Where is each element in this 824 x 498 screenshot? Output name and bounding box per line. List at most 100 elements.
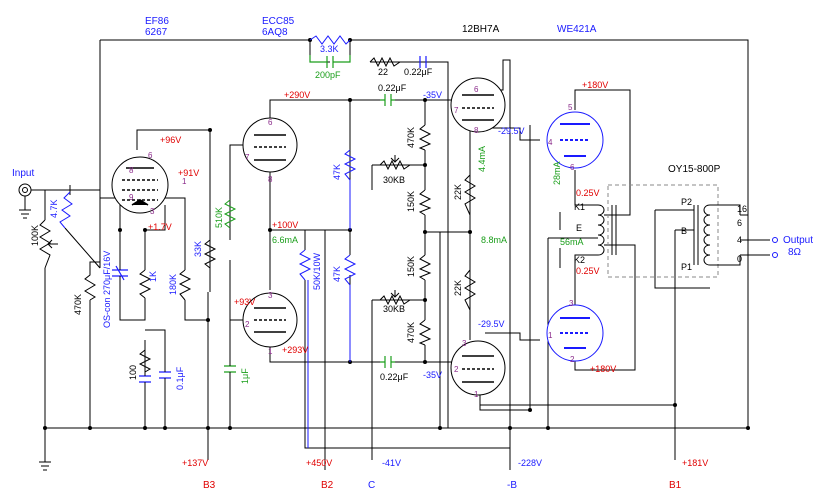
part-value: 22 (378, 67, 388, 77)
part-value: 22K (453, 280, 463, 296)
pin-number: 7 (245, 153, 250, 162)
rail-label: B2 (321, 480, 334, 491)
resistors (39, 35, 476, 373)
current: 56mA (560, 237, 584, 247)
voltage: +137V (182, 458, 208, 468)
voltage: +293V (282, 345, 308, 355)
tap-label: 16 (737, 204, 747, 214)
tube-we421a-top (546, 111, 604, 169)
part-value: OS-con 270μF/16V (102, 251, 112, 328)
pin-number: 6 (268, 118, 273, 127)
voltage: +93V (234, 297, 255, 307)
tap-label: 0 (737, 254, 742, 264)
capacitors (112, 55, 427, 390)
pin-number: 1 (268, 347, 273, 356)
part-value: 470K (406, 127, 416, 148)
voltage: 0.25V (576, 266, 600, 276)
voltage: +100V (272, 220, 298, 230)
part-value: 3.3K (320, 44, 339, 54)
rail-label: -B (507, 480, 517, 491)
current: 28mA (552, 161, 562, 185)
tap-label: 6 (737, 218, 742, 228)
current: 8.8mA (481, 235, 507, 245)
part-value: 4.7K (49, 199, 59, 218)
part-value: 150K (406, 256, 416, 277)
tube-name-6aq8: 6AQ8 (262, 27, 288, 38)
tap-label: P1 (681, 262, 692, 272)
tube-12bh7a-top (450, 77, 506, 133)
pin-number: 8 (474, 126, 479, 135)
tube-ef86 (111, 156, 169, 214)
pin-number: 4 (548, 138, 553, 147)
voltage: +91V (178, 168, 199, 178)
output-label: Output (783, 235, 813, 246)
part-value: 1K (148, 271, 158, 282)
tube-ecc85-top (242, 117, 298, 173)
voltage: +180V (582, 80, 608, 90)
pin-number: 3 (150, 207, 155, 216)
pin-number: 1 (182, 177, 187, 186)
voltage: -29.5V (498, 126, 525, 136)
voltage: -29.5V (478, 319, 505, 329)
pin-number: 7 (454, 106, 459, 115)
pin-number: 3 (268, 291, 273, 300)
tube-name-ecc85: ECC85 (262, 16, 295, 27)
rail-label: C (368, 480, 375, 491)
pin-number: 2 (454, 365, 459, 374)
part-value: 100K (30, 225, 40, 246)
pin-number: 5 (568, 103, 573, 112)
part-value: 22K (453, 184, 463, 200)
pin-number: 2 (245, 320, 250, 329)
output-impedance: 8Ω (788, 247, 802, 258)
rail-label: B3 (203, 480, 216, 491)
part-value: 0.1μF (175, 366, 185, 390)
voltage: 0.25V (576, 188, 600, 198)
part-value: 47K (332, 266, 342, 282)
voltage: -35V (423, 370, 442, 380)
part-value: 100 (128, 365, 138, 380)
part-value: 1μF (240, 368, 250, 384)
pin-number: 6 (570, 163, 575, 172)
tube-name-12bh7a: 12BH7A (462, 24, 500, 35)
output-transformer (597, 184, 778, 278)
rotated-part-values: 470K 150K 150K 470K 47K 47K 22K 22K 100K… (30, 127, 463, 390)
pin-number: 8 (129, 166, 134, 175)
part-value: 150K (406, 191, 416, 212)
tube-name-ef86: EF86 (145, 16, 169, 27)
part-value: 180K (168, 274, 178, 295)
part-value: 50K/10W (312, 252, 322, 290)
part-value: 0.22μF (404, 67, 433, 77)
voltage: -41V (382, 458, 401, 468)
part-value: 30KB (383, 304, 405, 314)
pin-number: 1 (548, 331, 553, 340)
part-value: 470K (73, 294, 83, 315)
tap-label: K2 (574, 255, 585, 265)
pin-number: 6 (148, 151, 153, 160)
transformer-name: OY15-800P (668, 164, 721, 175)
pin-number: 1 (474, 390, 479, 399)
part-value: 0.22μF (380, 372, 409, 382)
part-value: 30KB (383, 175, 405, 185)
part-value: 47K (332, 164, 342, 180)
tap-label: B (681, 226, 687, 236)
tube-we421a-bottom (546, 304, 604, 362)
voltage: -228V (518, 458, 542, 468)
wires (19, 39, 770, 471)
part-value: 470K (406, 322, 416, 343)
voltage: -35V (423, 90, 442, 100)
tap-label: 4 (737, 235, 742, 245)
voltage: +180V (590, 364, 616, 374)
part-value: 200pF (315, 70, 341, 80)
part-value: 510K (214, 207, 224, 228)
tube-12bh7a-bottom (450, 340, 506, 396)
tap-label: K1 (574, 202, 585, 212)
voltage: +181V (682, 458, 708, 468)
pin-number: 2 (570, 355, 575, 364)
current: 6.6mA (272, 235, 298, 245)
labels: EF86 6267 ECC85 6AQ8 12BH7A WE421A OY15-… (12, 16, 813, 491)
rail-label: B1 (669, 480, 682, 491)
tap-label: P2 (681, 197, 692, 207)
pin-number: 8 (268, 175, 273, 184)
pin-number: 9 (129, 193, 134, 202)
